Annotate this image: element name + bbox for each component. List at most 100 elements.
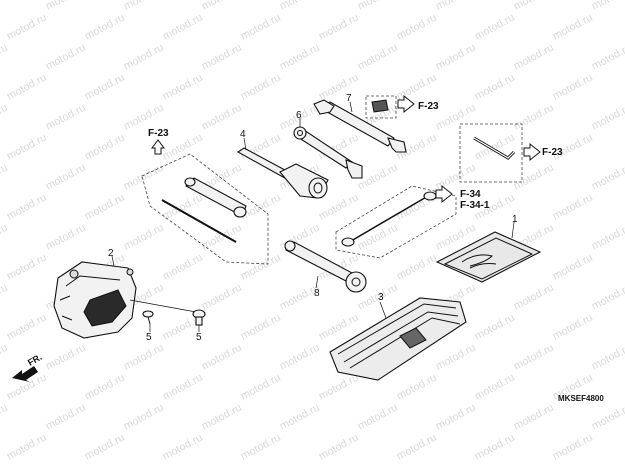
- watermark-text: motod.ru: [44, 42, 88, 73]
- part-strap-cable[interactable]: [335, 184, 457, 259]
- ref-f23-top: F-23: [418, 101, 439, 112]
- watermark-text: motod.ru: [161, 12, 205, 43]
- watermark-text: motod.ru: [590, 0, 625, 13]
- watermark-text: motod.ru: [239, 372, 283, 403]
- part-number-8: 8: [314, 288, 320, 299]
- watermark-text: motod.ru: [395, 432, 439, 463]
- watermark-text: motod.ru: [512, 342, 556, 373]
- watermark-text: motod.ru: [0, 402, 10, 433]
- watermark-text: motod.ru: [590, 102, 625, 133]
- part-spanner-handle[interactable]: [284, 240, 367, 293]
- watermark-text: motod.ru: [551, 432, 595, 463]
- watermark-text: motod.ru: [5, 72, 49, 103]
- watermark-text: motod.ru: [473, 372, 517, 403]
- part-tool-cover[interactable]: [53, 255, 197, 339]
- watermark-text: motod.ru: [434, 42, 478, 73]
- watermark-text: motod.ru: [5, 312, 49, 343]
- watermark-text: motod.ru: [590, 42, 625, 73]
- watermark-text: motod.ru: [590, 222, 625, 253]
- watermark-text: motod.ru: [473, 132, 517, 163]
- watermark-text: motod.ru: [512, 402, 556, 433]
- watermark-text: motod.ru: [356, 42, 400, 73]
- watermark-text: motod.ru: [356, 402, 400, 433]
- watermark-text: motod.ru: [83, 432, 127, 463]
- watermark-text: motod.ru: [434, 342, 478, 373]
- watermark-text: motod.ru: [473, 312, 517, 343]
- part-screw-b[interactable]: [192, 309, 206, 332]
- part-number-4: 4: [240, 129, 246, 140]
- watermark-text: motod.ru: [551, 252, 595, 283]
- watermark-text: motod.ru: [395, 72, 439, 103]
- watermark-text: motod.ru: [44, 0, 88, 13]
- watermark-text: motod.ru: [512, 282, 556, 313]
- part-wrench-open[interactable]: [313, 99, 407, 153]
- watermark-text: motod.ru: [122, 162, 166, 193]
- part-number-5a: 5: [146, 332, 152, 343]
- watermark-text: motod.ru: [278, 42, 322, 73]
- watermark-text: motod.ru: [44, 222, 88, 253]
- watermark-text: motod.ru: [434, 0, 478, 13]
- part-number-6: 6: [296, 110, 302, 121]
- watermark-text: motod.ru: [551, 12, 595, 43]
- part-number-5b: 5: [196, 332, 202, 343]
- watermark-text: motod.ru: [161, 432, 205, 463]
- part-screwdriver[interactable]: [161, 177, 247, 243]
- watermark-text: motod.ru: [122, 0, 166, 13]
- watermark-text: motod.ru: [317, 72, 361, 103]
- watermark-text: motod.ru: [0, 42, 10, 73]
- watermark-text: motod.ru: [512, 102, 556, 133]
- part-grip-dashed[interactable]: [365, 94, 415, 119]
- part-hex-key[interactable]: [459, 123, 541, 183]
- watermark-text: motod.ru: [473, 12, 517, 43]
- watermark-text: motod.ru: [83, 132, 127, 163]
- watermark-text: motod.ru: [278, 402, 322, 433]
- watermark-text: motod.ru: [278, 342, 322, 373]
- watermark-text: motod.ru: [0, 222, 10, 253]
- tool-kit-group-left: [141, 139, 269, 265]
- watermark-text: motod.ru: [317, 372, 361, 403]
- part-number-7: 7: [346, 93, 352, 104]
- watermark-text: motod.ru: [161, 252, 205, 283]
- part-number-1: 1: [512, 214, 518, 225]
- part-screw-a[interactable]: [142, 310, 154, 332]
- watermark-text: motod.ru: [551, 72, 595, 103]
- watermark-text: motod.ru: [590, 282, 625, 313]
- watermark-text: motod.ru: [44, 402, 88, 433]
- ref-f23-left: F-23: [148, 128, 169, 139]
- part-owners-manual[interactable]: [435, 221, 542, 283]
- ref-f34: F-34: [460, 189, 481, 200]
- watermark-text: motod.ru: [512, 42, 556, 73]
- watermark-text: motod.ru: [200, 342, 244, 373]
- watermark-text: motod.ru: [395, 252, 439, 283]
- watermark-text: motod.ru: [590, 162, 625, 193]
- watermark-text: motod.ru: [590, 402, 625, 433]
- watermark-text: motod.ru: [200, 42, 244, 73]
- watermark-text: motod.ru: [200, 0, 244, 13]
- part-tool-bag[interactable]: [329, 297, 467, 381]
- watermark-text: motod.ru: [5, 132, 49, 163]
- watermark-text: motod.ru: [512, 162, 556, 193]
- part-box-spanner[interactable]: [236, 137, 329, 199]
- watermark-text: motod.ru: [239, 252, 283, 283]
- watermark-text: motod.ru: [122, 42, 166, 73]
- watermark-text: motod.ru: [356, 222, 400, 253]
- part-wrench-small[interactable]: [293, 118, 363, 179]
- watermark-text: motod.ru: [0, 162, 10, 193]
- watermark-text: motod.ru: [44, 102, 88, 133]
- watermark-text: motod.ru: [200, 102, 244, 133]
- watermark-text: motod.ru: [200, 282, 244, 313]
- diagram-code: MKSEF4800: [558, 394, 604, 403]
- watermark-text: motod.ru: [473, 432, 517, 463]
- watermark-text: motod.ru: [0, 102, 10, 133]
- watermark-text: motod.ru: [278, 0, 322, 13]
- watermark-text: motod.ru: [5, 252, 49, 283]
- ref-f23-right: F-23: [542, 147, 563, 158]
- watermark-text: motod.ru: [83, 372, 127, 403]
- watermark-text: motod.ru: [161, 372, 205, 403]
- watermark-text: motod.ru: [83, 12, 127, 43]
- watermark-text: motod.ru: [395, 372, 439, 403]
- front-direction-arrow: [12, 366, 38, 382]
- watermark-text: motod.ru: [551, 312, 595, 343]
- watermark-text: motod.ru: [512, 0, 556, 13]
